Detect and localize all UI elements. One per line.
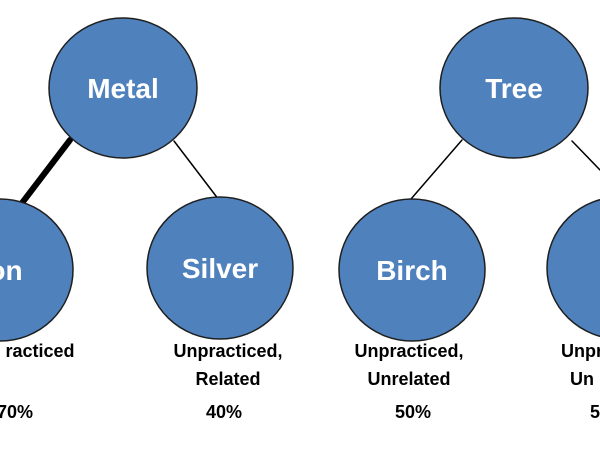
- caption-line: Unpracticed,: [354, 341, 463, 361]
- node-tree-label: Tree: [485, 73, 543, 104]
- node-tree-child-0: Birch: [338, 198, 486, 342]
- edge-tree-0: [410, 139, 463, 200]
- edge-metal-1: [173, 140, 220, 201]
- node-metal-label: Metal: [87, 73, 159, 104]
- edges-layer: [19, 137, 600, 206]
- node-metal: Metal: [48, 17, 198, 159]
- caption-line: Unpr: [561, 341, 600, 361]
- node-tree-child-0-circle: [338, 198, 486, 342]
- node-metal-child-0: ron: [0, 198, 74, 342]
- caption-line: Un: [570, 369, 594, 389]
- caption-line: racticed: [5, 341, 74, 361]
- node-tree-child-0-label: Birch: [376, 255, 448, 286]
- node-tree-circle: [439, 17, 589, 159]
- percent-label: 50%: [395, 402, 431, 422]
- node-metal-child-1-label: Silver: [182, 253, 258, 284]
- node-metal-child-1: Silver: [146, 196, 294, 340]
- percent-label: 40%: [206, 402, 242, 422]
- caption-line: Unrelated: [367, 369, 450, 389]
- percent-label: 70%: [0, 402, 33, 422]
- node-tree-child-1-circle: [546, 198, 600, 338]
- percent-label: 5: [590, 402, 600, 422]
- caption-line: Unpracticed,: [173, 341, 282, 361]
- node-metal-child-1-circle: [146, 196, 294, 340]
- node-metal-child-0-circle: [0, 198, 74, 342]
- node-tree-child-1: E: [546, 198, 600, 338]
- caption-line: Related: [195, 369, 260, 389]
- edge-metal-0: [19, 137, 73, 206]
- node-metal-circle: [48, 17, 198, 159]
- node-metal-child-0-label: ron: [0, 255, 23, 286]
- edge-tree-1: [571, 140, 600, 171]
- node-tree: Tree: [439, 17, 589, 159]
- captions-layer: racticed 70% Unpracticed, Related 40% Unpract…: [0, 341, 600, 422]
